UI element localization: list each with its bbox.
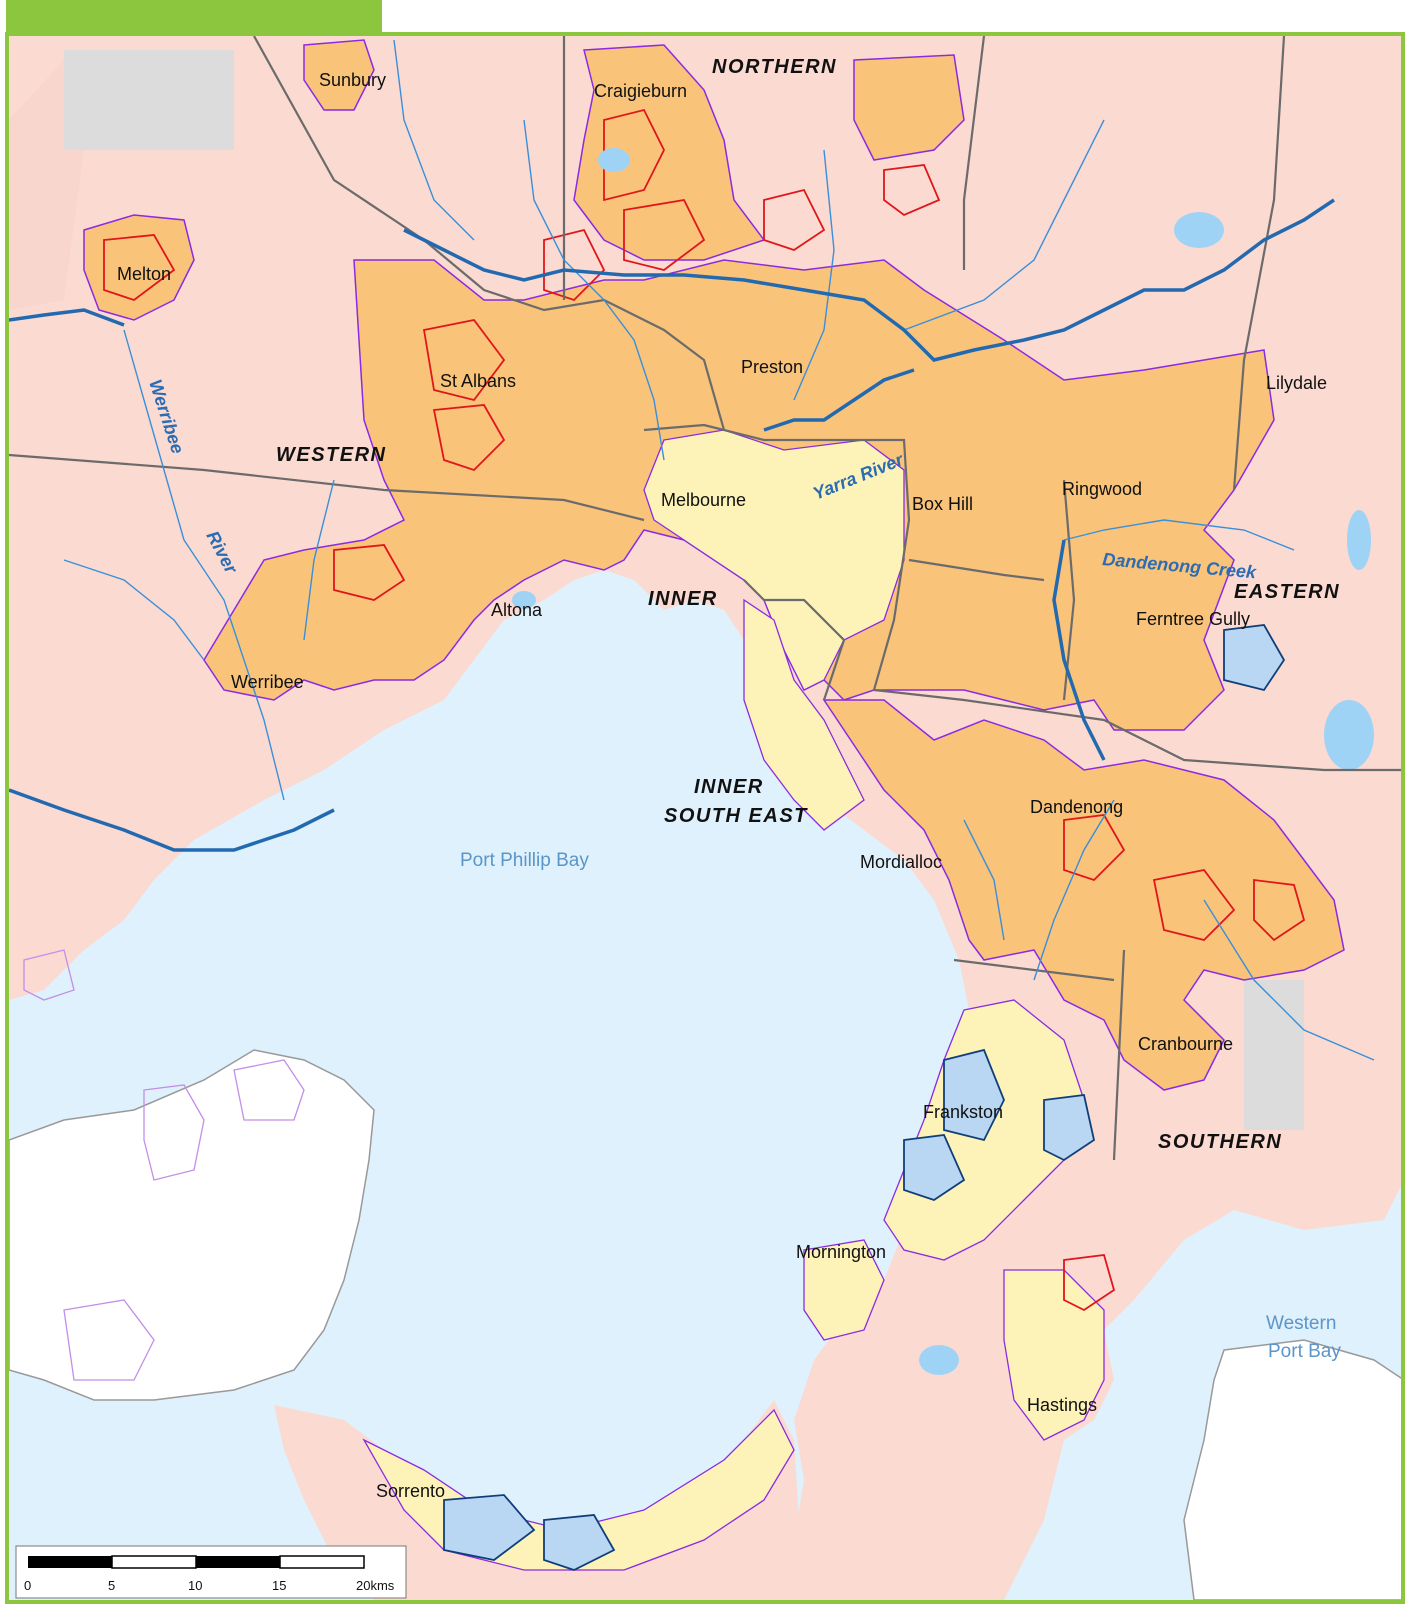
region-boundaries — [9, 36, 1401, 1161]
region-label-inner-se-1: INNER — [694, 776, 764, 798]
town-label: Melton — [117, 264, 171, 284]
region-label-inner: INNER — [648, 588, 718, 610]
grey-patch-east — [1244, 980, 1304, 1130]
scale-tick-label: 5 — [108, 1578, 115, 1593]
lakes — [512, 148, 1374, 1375]
header-tab — [6, 0, 382, 34]
region-label-northern: NORTHERN — [712, 56, 837, 78]
town-label: Sunbury — [319, 70, 386, 90]
water-label-port-phillip: Port Phillip Bay — [460, 850, 589, 871]
town-label: Dandenong — [1030, 797, 1123, 817]
town-label: Lilydale — [1266, 373, 1327, 393]
scale-seg — [279, 1555, 365, 1569]
town-label: Sorrento — [376, 1481, 445, 1501]
town-label: Werribee — [231, 672, 304, 692]
scale-tick-label: 15 — [272, 1578, 286, 1593]
bellarine-land — [9, 1049, 375, 1401]
town-label: Mornington — [796, 1242, 886, 1262]
urban-zones — [83, 39, 1345, 1091]
town-label: Frankston — [923, 1102, 1003, 1122]
scale-seg — [196, 1556, 280, 1568]
cool-spots — [443, 624, 1286, 1571]
town-label: Ringwood — [1062, 479, 1142, 499]
town-label: Mordialloc — [860, 852, 942, 872]
major-rivers — [9, 198, 1335, 852]
town-label: Craigieburn — [594, 81, 687, 101]
region-label-western: WESTERN — [276, 444, 387, 466]
scale-bar: 0 5 10 15 20kms — [15, 1545, 407, 1599]
region-label-inner-se-2: SOUTH EAST — [664, 805, 808, 827]
growth-boundary-bellarine — [23, 949, 305, 1381]
scale-tick-label: 20kms — [356, 1578, 395, 1593]
water-label-port-bay: Port Bay — [1268, 1341, 1341, 1362]
waterways — [63, 39, 1375, 1061]
water-labels: Port Phillip Bay Western Port Bay — [460, 850, 1341, 1362]
region-label-southern: SOUTHERN — [1158, 1131, 1282, 1153]
phillip-island-land — [1183, 1339, 1401, 1600]
town-label: Ferntree Gully — [1136, 609, 1250, 629]
scale-tick-label: 10 — [188, 1578, 202, 1593]
map-frame: NORTHERN WESTERN INNER EASTERN INNER SOU… — [5, 32, 1405, 1604]
scale-tick-label: 0 — [24, 1578, 31, 1593]
map-canvas: NORTHERN WESTERN INNER EASTERN INNER SOU… — [9, 36, 1401, 1600]
grey-patch — [64, 50, 234, 150]
region-label-eastern: EASTERN — [1234, 581, 1340, 603]
town-label: Altona — [491, 600, 543, 620]
scale-seg — [111, 1555, 197, 1569]
water-label-western: Western — [1266, 1313, 1336, 1334]
region-labels: NORTHERN WESTERN INNER EASTERN INNER SOU… — [276, 56, 1340, 1153]
town-label: St Albans — [440, 371, 516, 391]
town-label: Cranbourne — [1138, 1034, 1233, 1054]
town-label: Box Hill — [912, 494, 973, 514]
scale-seg — [28, 1556, 112, 1568]
town-label: Preston — [741, 357, 803, 377]
town-labels: Sunbury Craigieburn Melton Preston Lilyd… — [117, 70, 1327, 1501]
heat-hotspots — [103, 108, 1306, 1312]
town-label: Melbourne — [661, 490, 746, 510]
scale-bar-background — [15, 1545, 407, 1599]
town-label: Hastings — [1027, 1395, 1097, 1415]
